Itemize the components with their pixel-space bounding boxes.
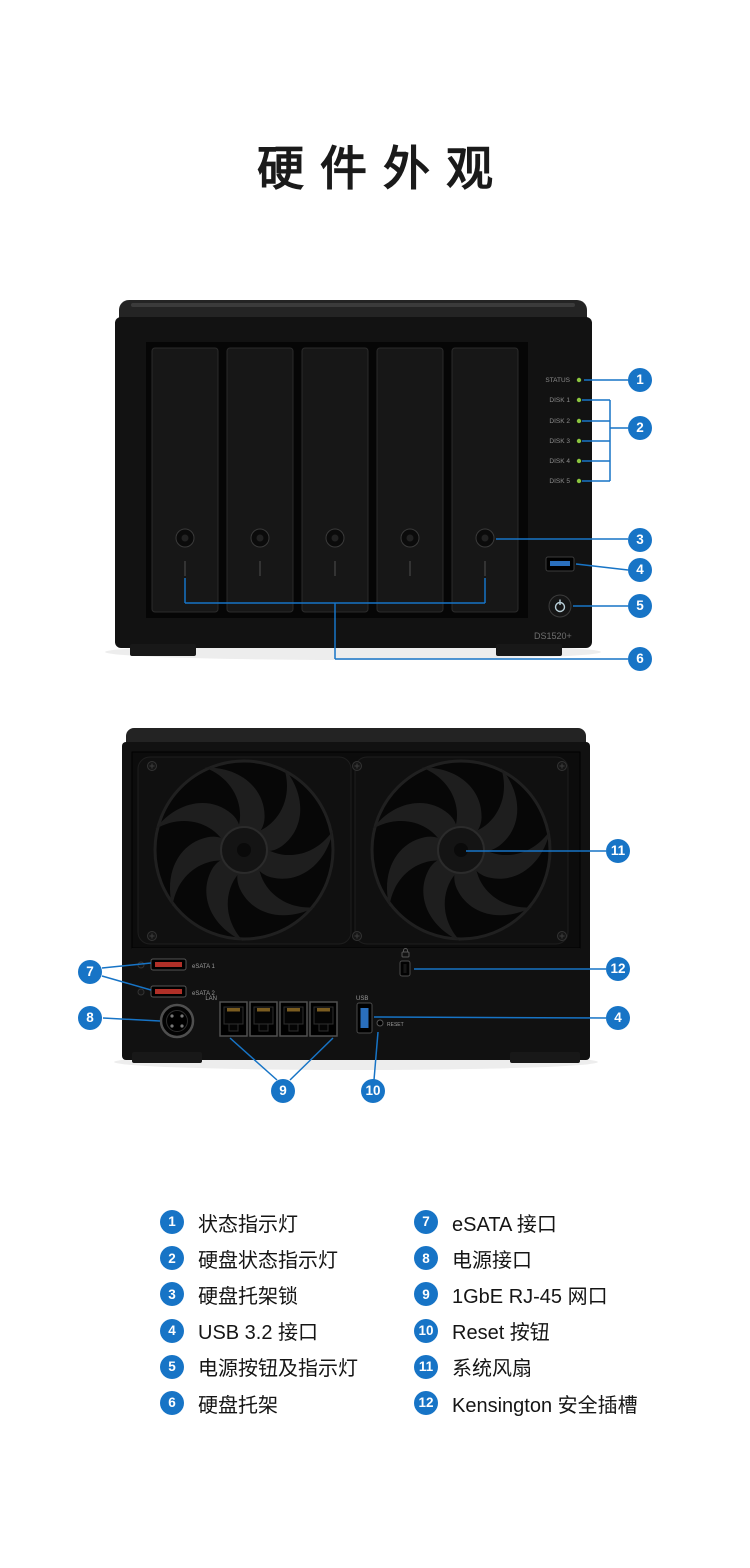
legend-item: 5 电源按钮及指示灯	[160, 1349, 358, 1385]
led-label-disk4: DISK 4	[549, 458, 570, 465]
back-nas-device: eSATA 1 eSATA 2 LAN USB	[114, 728, 598, 1070]
callout-badge-6: 6	[628, 647, 652, 671]
callout-badge-7: 7	[78, 960, 102, 984]
legend-item: 2 硬盘状态指示灯	[160, 1240, 358, 1276]
legend-label-2: 硬盘状态指示灯	[198, 1249, 338, 1272]
legend-label-11: 系统风扇	[452, 1358, 532, 1381]
callout-badge-4-back: 4	[606, 1006, 630, 1030]
lan-label: LAN	[205, 996, 217, 1002]
led-label-status: STATUS	[545, 377, 570, 384]
legend-badge-11: 11	[414, 1354, 438, 1379]
legend-label-9: 1GbE RJ-45 网口	[452, 1285, 608, 1308]
legend-label-8: 电源接口	[452, 1249, 532, 1272]
back-view-illustration: eSATA 1 eSATA 2 LAN USB	[101, 728, 607, 1081]
legend-badge-10: 10	[414, 1318, 438, 1343]
back-callout-lines	[101, 850, 607, 1081]
front-usb-port	[545, 556, 575, 572]
legend-badge-12: 12	[414, 1391, 438, 1416]
legend-badge-7: 7	[414, 1210, 438, 1235]
legend-badge-3: 3	[160, 1282, 184, 1307]
line-esata-1	[101, 962, 152, 969]
legend-item: 1 状态指示灯	[160, 1204, 358, 1240]
legend-label-5: 电源按钮及指示灯	[198, 1358, 358, 1381]
front-nas-device: STATUS DISK 1 DISK 2 DISK 3 DISK 4 DISK …	[105, 300, 601, 660]
callout-badge-3: 3	[628, 528, 652, 552]
tray-locks	[175, 528, 495, 576]
callout-badge-11: 11	[606, 839, 630, 863]
kensington-slot	[399, 948, 411, 977]
legend-label-3: 硬盘托架锁	[198, 1285, 298, 1308]
rear-usb-port: USB	[356, 996, 373, 1034]
esata2-label: eSATA 2	[192, 991, 215, 997]
status-led	[576, 377, 582, 383]
legend-badge-2: 2	[160, 1246, 184, 1271]
line-esata-2	[101, 975, 152, 991]
legend-badge-4: 4	[160, 1318, 184, 1343]
legend-label-10: Reset 按钮	[452, 1322, 550, 1345]
power-inlet	[159, 1003, 195, 1039]
line-rear-usb	[373, 1016, 607, 1019]
disk5-led	[576, 478, 582, 484]
esata1-label: eSATA 1	[192, 964, 215, 970]
lan-ports: LAN	[205, 996, 338, 1037]
esata-ports: eSATA 1 eSATA 2	[137, 958, 215, 998]
legend-label-6: 硬盘托架	[198, 1394, 278, 1417]
legend-badge-5: 5	[160, 1354, 184, 1379]
legend-item: 6 硬盘托架	[160, 1385, 358, 1421]
front-view-illustration: STATUS DISK 1 DISK 2 DISK 3 DISK 4 DISK …	[105, 300, 629, 660]
disk1-led	[576, 397, 582, 403]
led-label-disk1: DISK 1	[549, 397, 570, 404]
callout-badge-1: 1	[628, 368, 652, 392]
callout-badge-8: 8	[78, 1006, 102, 1030]
power-button	[548, 594, 572, 618]
callout-badge-4: 4	[628, 558, 652, 582]
callout-badge-12: 12	[606, 957, 630, 981]
line-usb	[575, 563, 629, 571]
led-label-disk2: DISK 2	[549, 418, 570, 425]
legend-item: 3 硬盘托架锁	[160, 1276, 358, 1312]
line-reset	[373, 1031, 379, 1081]
disk4-led	[576, 458, 582, 464]
legend-badge-1: 1	[160, 1210, 184, 1235]
line-disk-leds	[582, 399, 628, 482]
legend-item: 10 Reset 按钮	[414, 1313, 638, 1349]
callout-badge-5: 5	[628, 594, 652, 618]
line-lan-right	[289, 1037, 334, 1081]
legend-item: 4 USB 3.2 接口	[160, 1313, 358, 1349]
model-label: DS1520+	[534, 631, 572, 641]
legend: 1 状态指示灯 2 硬盘状态指示灯 3 硬盘托架锁 4 USB 3.2 接口 5…	[0, 1204, 750, 1434]
line-lan-left	[229, 1037, 278, 1081]
disk3-led	[576, 438, 582, 444]
legend-badge-6: 6	[160, 1391, 184, 1416]
legend-column-left: 1 状态指示灯 2 硬盘状态指示灯 3 硬盘托架锁 4 USB 3.2 接口 5…	[160, 1204, 358, 1421]
reset-hole: RESET	[376, 1019, 404, 1028]
reset-label: RESET	[387, 1022, 404, 1028]
drive-bays	[151, 347, 519, 613]
legend-label-4: USB 3.2 接口	[198, 1322, 319, 1345]
legend-item: 11 系统风扇	[414, 1349, 638, 1385]
callout-badge-9: 9	[271, 1079, 295, 1103]
led-label-disk5: DISK 5	[549, 478, 570, 485]
led-label-disk3: DISK 3	[549, 438, 570, 445]
status-led-panel: STATUS DISK 1 DISK 2 DISK 3 DISK 4 DISK …	[545, 377, 582, 485]
legend-item: 12 Kensington 安全插槽	[414, 1385, 638, 1421]
line-power-inlet	[102, 1017, 161, 1022]
legend-badge-8: 8	[414, 1246, 438, 1271]
usb-label: USB	[356, 996, 368, 1002]
legend-column-right: 7 eSATA 接口 8 电源接口 9 1GbE RJ-45 网口 10 Res…	[414, 1204, 638, 1421]
callout-badge-2: 2	[628, 416, 652, 440]
page-title: 硬件外观	[257, 142, 509, 195]
legend-item: 7 eSATA 接口	[414, 1204, 638, 1240]
legend-label-1: 状态指示灯	[198, 1213, 298, 1236]
legend-label-7: eSATA 接口	[452, 1213, 557, 1236]
legend-item: 9 1GbE RJ-45 网口	[414, 1276, 638, 1312]
callout-badge-10: 10	[361, 1079, 385, 1103]
line-trays	[184, 578, 628, 660]
legend-label-12: Kensington 安全插槽	[452, 1394, 638, 1417]
legend-item: 8 电源接口	[414, 1240, 638, 1276]
front-callout-lines	[184, 379, 629, 660]
rear-port-panel	[132, 948, 580, 1052]
legend-badge-9: 9	[414, 1282, 438, 1307]
disk2-led	[576, 418, 582, 424]
